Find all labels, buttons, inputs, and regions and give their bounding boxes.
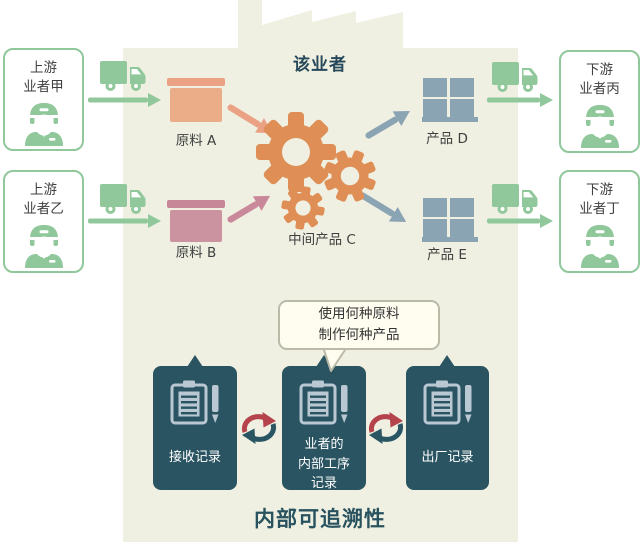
internal-traceability-title: 内部可追溯性 [254, 507, 386, 531]
shipping-record-box: 出厂记录 [406, 366, 489, 490]
material-b-box-lid [167, 200, 225, 208]
material-a-box [170, 88, 222, 122]
product-d-pallet [423, 78, 474, 118]
downstream-operator-c-box: 下游 业者丙 [559, 50, 640, 153]
internal-process-record-box: 业者的 内部工序 记录 [282, 366, 366, 491]
truck-icon [100, 182, 146, 215]
material-a-box-lid [167, 78, 225, 86]
delivery-person-icon [578, 102, 622, 148]
product-e-pallet-base [422, 237, 478, 242]
receiving-record-box: 接收记录 [153, 366, 237, 490]
truck-icon [100, 59, 146, 92]
product-e-pallet [423, 198, 474, 238]
upstream-operator-b-box: 上游 业者乙 [3, 170, 84, 273]
upstream-operator-a-box: 上游 业者甲 [3, 48, 84, 151]
material-b-box [170, 210, 222, 242]
downstream-operator-c-label: 下游 业者丙 [579, 62, 620, 97]
downstream-operator-d-box: 下游 业者丁 [559, 170, 640, 273]
product-d-pallet-base [422, 117, 478, 122]
internal-process-record-label: 业者的 内部工序 记录 [297, 437, 350, 491]
product-d-label: 产品 D [426, 131, 468, 147]
truck-icon [492, 182, 538, 215]
clipboard-pen-icon [422, 379, 474, 425]
delivery-person-icon [22, 100, 66, 146]
delivery-person-icon [22, 222, 66, 268]
delivery-person-icon [578, 222, 622, 268]
upstream-operator-a-label: 上游 业者甲 [23, 60, 64, 95]
factory-title: 该业者 [293, 55, 347, 75]
speech-bubble: 使用何种原料 制作何种产品 [278, 300, 440, 350]
shipping-record-label: 出厂记录 [421, 450, 474, 465]
upstream-operator-b-label: 上游 业者乙 [23, 182, 64, 217]
downstream-operator-d-label: 下游 业者丁 [579, 182, 620, 217]
truck-icon [492, 60, 538, 93]
clipboard-pen-icon [169, 379, 221, 425]
material-a-label: 原料 A [175, 133, 217, 149]
intermediate-product-label: 中间产品 C [288, 232, 356, 248]
clipboard-pen-icon [298, 379, 350, 425]
material-b-label: 原料 B [175, 245, 217, 261]
receiving-record-label: 接收记录 [168, 450, 221, 465]
product-e-label: 产品 E [427, 247, 467, 263]
